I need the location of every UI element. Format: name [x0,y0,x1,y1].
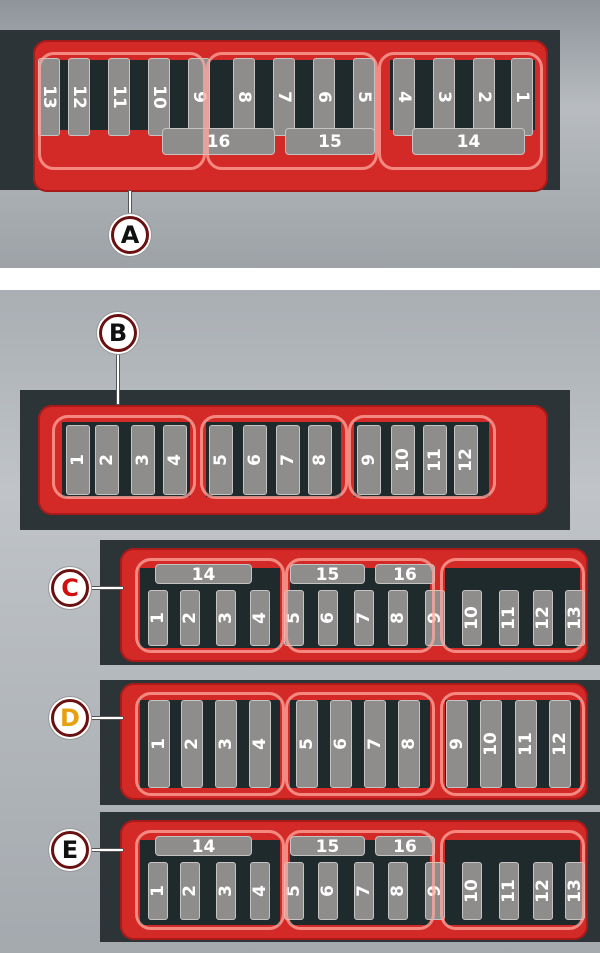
fuse-d-4: 4 [249,700,271,788]
fuse-d-3: 3 [215,700,237,788]
fuse-e-1: 1 [148,862,168,920]
callout-b: B [99,314,137,352]
callout-d: D [51,699,89,737]
fuse-group-outline [285,692,435,796]
callout-line [128,190,132,217]
fuse-group-outline [285,830,435,930]
fuse-b-2: 2 [95,425,119,495]
fuse-e-11: 11 [499,862,519,920]
fuse-c-1: 1 [148,590,168,646]
fuse-c-2: 2 [180,590,200,646]
fuse-b-12: 12 [454,425,478,495]
fuse-d-5: 5 [296,700,318,788]
fuse-e-3: 3 [216,862,236,920]
fuse-e-10: 10 [462,862,482,920]
fuse-e-12: 12 [533,862,553,920]
fuse-group-outline [200,415,348,499]
fuse-c-3: 3 [216,590,236,646]
fuse-e-8: 8 [388,862,408,920]
fuse-c-8: 8 [388,590,408,646]
fuse-c-11: 11 [499,590,519,646]
fuse-e-2: 2 [180,862,200,920]
fuse-d-12: 12 [549,700,571,788]
fuse-b-6: 6 [243,425,267,495]
fuse-group-outline [440,558,585,653]
fuse-b-8: 8 [308,425,332,495]
callout-e: E [51,831,89,869]
callout-line [88,586,124,590]
callout-line [88,716,124,720]
fuse-c-14: 14 [155,564,252,585]
fuse-b-10: 10 [391,425,415,495]
fuse-group-outline [135,558,285,653]
fuse-a-14: 14 [412,128,525,155]
fuse-b-1: 1 [66,425,90,495]
fuse-d-2: 2 [181,700,203,788]
fuse-d-11: 11 [515,700,537,788]
fuse-group-outline [440,692,585,796]
fuse-c-7: 7 [354,590,374,646]
fuse-a-11: 11 [108,58,130,136]
callout-line [116,352,120,405]
fuse-e-14: 14 [155,836,252,857]
fuse-d-10: 10 [480,700,502,788]
fuse-e-4: 4 [250,862,270,920]
fuse-group-outline [135,692,285,796]
fuse-group-outline [38,52,206,170]
fuse-group-outline [440,830,585,930]
callout-line [88,848,124,852]
fuse-group-outline [378,52,543,170]
fuse-e-15: 15 [290,836,365,857]
fuse-e-7: 7 [354,862,374,920]
fuse-e-6: 6 [318,862,338,920]
callout-a: A [111,216,149,254]
fuse-c-4: 4 [250,590,270,646]
fuse-group-outline [52,415,196,499]
fuse-group-outline [206,52,378,170]
fuse-c-12: 12 [533,590,553,646]
callout-c: C [51,569,89,607]
fuse-c-6: 6 [318,590,338,646]
fuse-d-7: 7 [364,700,386,788]
fuse-group-outline [135,830,285,930]
fuse-d-9: 9 [446,700,468,788]
fuse-c-10: 10 [462,590,482,646]
fuse-a-12: 12 [68,58,90,136]
fuse-a-15: 15 [285,128,375,155]
fuse-b-3: 3 [131,425,155,495]
fuse-a-7: 7 [273,58,295,136]
fuse-a-4: 4 [393,58,415,136]
fuse-group-outline [285,558,435,653]
fuse-d-6: 6 [330,700,352,788]
fuse-group-outline [348,415,496,499]
fuse-d-8: 8 [398,700,420,788]
fuse-b-11: 11 [423,425,447,495]
fuse-d-1: 1 [148,700,170,788]
fuse-b-7: 7 [276,425,300,495]
fuse-a-10: 10 [148,58,170,136]
fuse-c-15: 15 [290,564,365,585]
